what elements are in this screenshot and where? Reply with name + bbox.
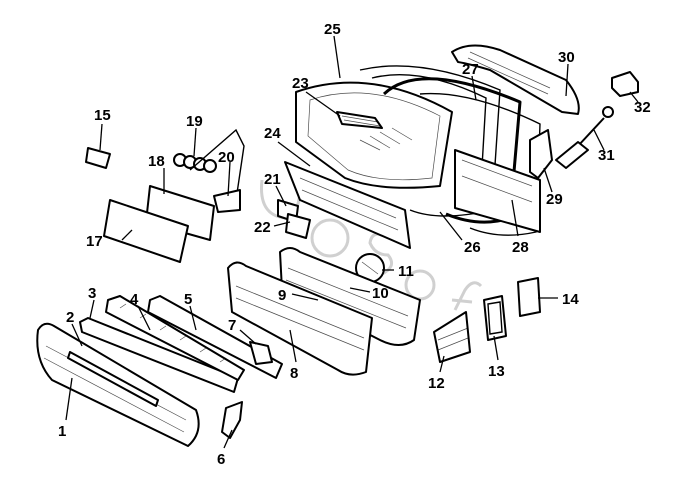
callout-19: 19 — [186, 113, 203, 130]
gas-strut-part — [555, 106, 614, 169]
tailgate-panel-part — [454, 149, 541, 233]
window-frame-part — [359, 65, 541, 236]
callout-11: 11 — [398, 263, 414, 280]
spoiler-part — [451, 44, 580, 115]
panel-part — [284, 161, 411, 249]
upper-beam-part — [147, 295, 283, 379]
callout-6: 6 — [217, 451, 225, 468]
callout-30: 30 — [558, 49, 575, 66]
callout-1: 1 — [58, 423, 66, 440]
bracket-part-32 — [611, 71, 639, 97]
callout-26: 26 — [464, 239, 481, 256]
callout-21: 21 — [264, 171, 281, 188]
callout-10: 10 — [372, 285, 389, 302]
emblem-part — [173, 153, 217, 173]
callout-13: 13 — [488, 363, 505, 380]
callout-29: 29 — [546, 191, 563, 208]
lamp-part-22 — [285, 213, 311, 239]
bracket-part-6 — [221, 401, 243, 439]
callout-17: 17 — [86, 233, 103, 250]
license-plate-part — [103, 199, 189, 263]
brake-light-part — [336, 111, 383, 129]
windshield-part — [295, 81, 453, 189]
absorber-part — [79, 317, 239, 393]
gasket-part — [483, 295, 507, 341]
callout-15: 15 — [94, 107, 111, 124]
callout-25: 25 — [324, 21, 341, 38]
callout-4: 4 — [130, 291, 139, 308]
plate-lamp-part — [189, 128, 245, 213]
trim-strip-part — [67, 351, 159, 407]
callout-8: 8 — [290, 365, 298, 382]
callout-20: 20 — [218, 149, 235, 166]
callout-12: 12 — [428, 375, 445, 392]
callout-22: 22 — [254, 219, 271, 236]
callout-14: 14 — [562, 291, 579, 308]
badge-part — [85, 147, 111, 169]
callout-27: 27 — [462, 61, 479, 78]
leader-lines — [65, 35, 639, 449]
callout-2: 2 — [66, 309, 74, 326]
callout-3: 3 — [88, 285, 96, 302]
callout-23: 23 — [292, 75, 309, 92]
bracket-part-7 — [249, 341, 273, 365]
bracket-part-14 — [517, 277, 541, 317]
callout-28: 28 — [512, 239, 529, 256]
callout-5: 5 — [184, 291, 192, 308]
rear-bumper-part — [279, 247, 421, 346]
callout-24: 24 — [264, 125, 281, 142]
callout-9: 9 — [278, 287, 286, 304]
tail-lamp-part — [433, 311, 471, 363]
callout-7: 7 — [228, 317, 236, 334]
callout-labels: 1 2 3 4 5 6 7 8 9 10 11 12 13 14 15 17 1… — [58, 21, 651, 468]
bracket-part-29 — [529, 129, 553, 179]
bumper-reinforcement-part — [227, 261, 373, 376]
callout-18: 18 — [148, 153, 165, 170]
callout-32: 32 — [634, 99, 651, 116]
callout-31: 31 — [598, 147, 615, 164]
